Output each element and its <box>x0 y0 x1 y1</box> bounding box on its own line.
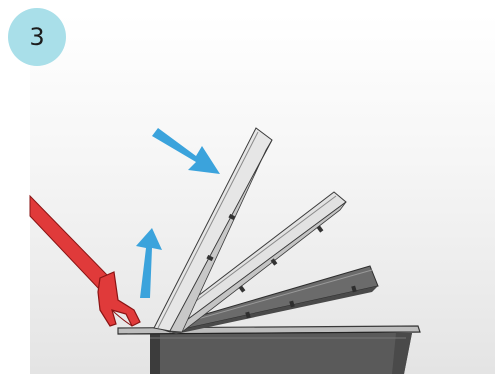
lid-position-open <box>153 127 273 333</box>
pry-hook-tool-icon <box>29 194 141 327</box>
arrow-down-right-icon <box>152 128 220 174</box>
lid-position-closed <box>156 265 379 334</box>
arrow-up-icon <box>136 228 162 298</box>
base-housing <box>150 333 412 374</box>
step-number-badge: 3 <box>8 8 66 66</box>
step-number: 3 <box>29 23 45 51</box>
